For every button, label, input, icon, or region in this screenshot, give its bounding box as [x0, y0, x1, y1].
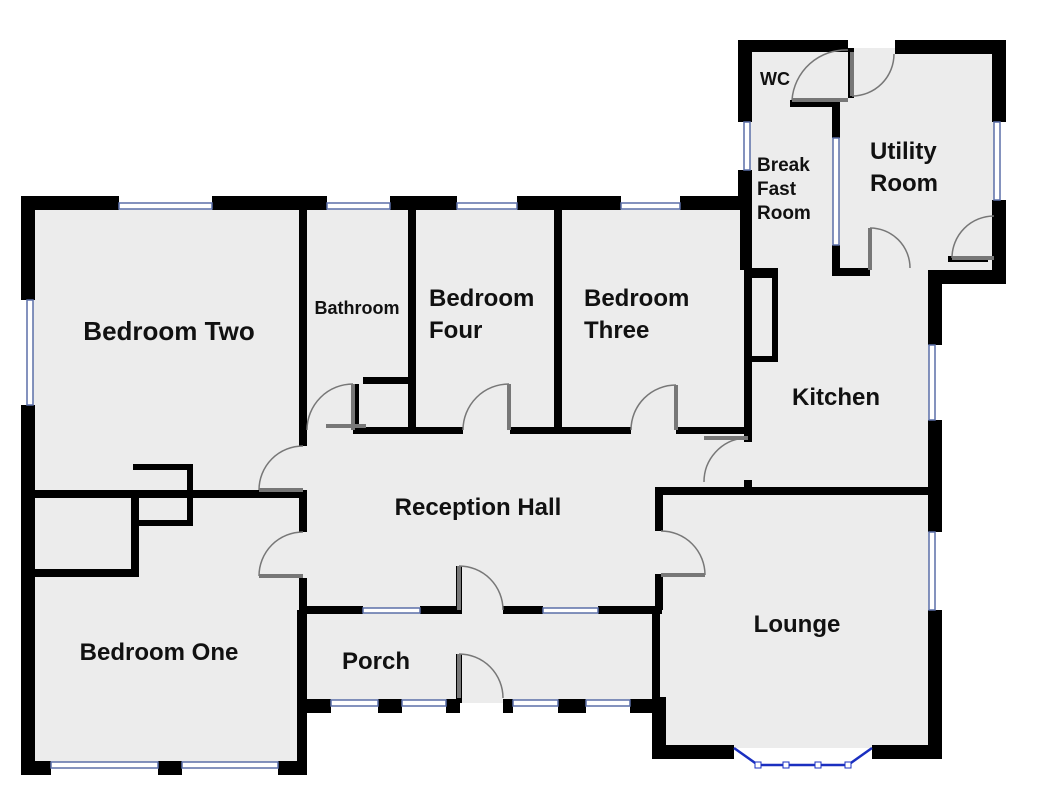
label-porch: Porch [342, 648, 410, 675]
floor-bedroom-two [33, 208, 303, 493]
window-bedroom-two-left [26, 299, 34, 406]
window-bedroom-one-bottom-b [181, 761, 279, 769]
label-bedroom-four-line2: Four [429, 317, 482, 344]
window-porch-bottom-b [401, 699, 447, 707]
floor-bedroom-four [415, 208, 560, 430]
window-lounge-right [928, 531, 936, 611]
floor-porch [303, 610, 658, 703]
label-bedroom-one: Bedroom One [80, 639, 239, 666]
floor-lounge [658, 490, 930, 748]
window-bedroom-four-top [456, 202, 518, 210]
label-wc: WC [760, 69, 790, 89]
bay-window-lounge [733, 746, 873, 769]
label-lounge: Lounge [754, 611, 841, 638]
label-bedroom-two: Bedroom Two [83, 316, 254, 346]
exterior-walls [21, 40, 1006, 775]
floor-areas [33, 48, 995, 765]
window-bathroom-top [326, 202, 391, 210]
label-bathroom: Bathroom [315, 298, 400, 318]
window-hall-porch-a [362, 607, 421, 614]
label-bedroom-four-line1: Bedroom [429, 285, 534, 312]
floor-bedroom-three [560, 208, 748, 430]
window-bedroom-two-top [118, 202, 213, 210]
window-bedroom-three-top [620, 202, 681, 210]
label-breakfast-line2: Fast [757, 179, 797, 200]
floor-breakfast-room [748, 100, 838, 270]
label-utility-line1: Utility [870, 138, 937, 165]
room-labels: Bedroom Two Bathroom Bedroom Four Bedroo… [80, 69, 938, 675]
label-kitchen: Kitchen [792, 384, 880, 411]
window-porch-bottom-a [330, 699, 379, 707]
floor-utility-room [838, 48, 995, 270]
window-porch-bottom-d [585, 699, 631, 707]
label-bedroom-three-line2: Three [584, 317, 649, 344]
window-kitchen-right [928, 344, 936, 421]
label-utility-line2: Room [870, 170, 938, 197]
window-breakfast-left [743, 121, 751, 171]
label-breakfast-line1: Break [757, 155, 810, 176]
doors [258, 49, 995, 699]
label-reception-hall: Reception Hall [395, 494, 562, 521]
window-porch-bottom-c [512, 699, 559, 707]
windows [26, 121, 1001, 769]
window-breakfast-utility [832, 137, 840, 246]
label-bedroom-three-line1: Bedroom [584, 285, 689, 312]
window-utility-right [993, 121, 1001, 201]
floor-bedroom-one [33, 493, 303, 765]
interior-walls [33, 48, 988, 706]
floor-kitchen [748, 270, 930, 490]
window-hall-porch-b [542, 607, 599, 614]
label-breakfast-line3: Room [757, 203, 811, 224]
window-bedroom-one-bottom-a [50, 761, 159, 769]
